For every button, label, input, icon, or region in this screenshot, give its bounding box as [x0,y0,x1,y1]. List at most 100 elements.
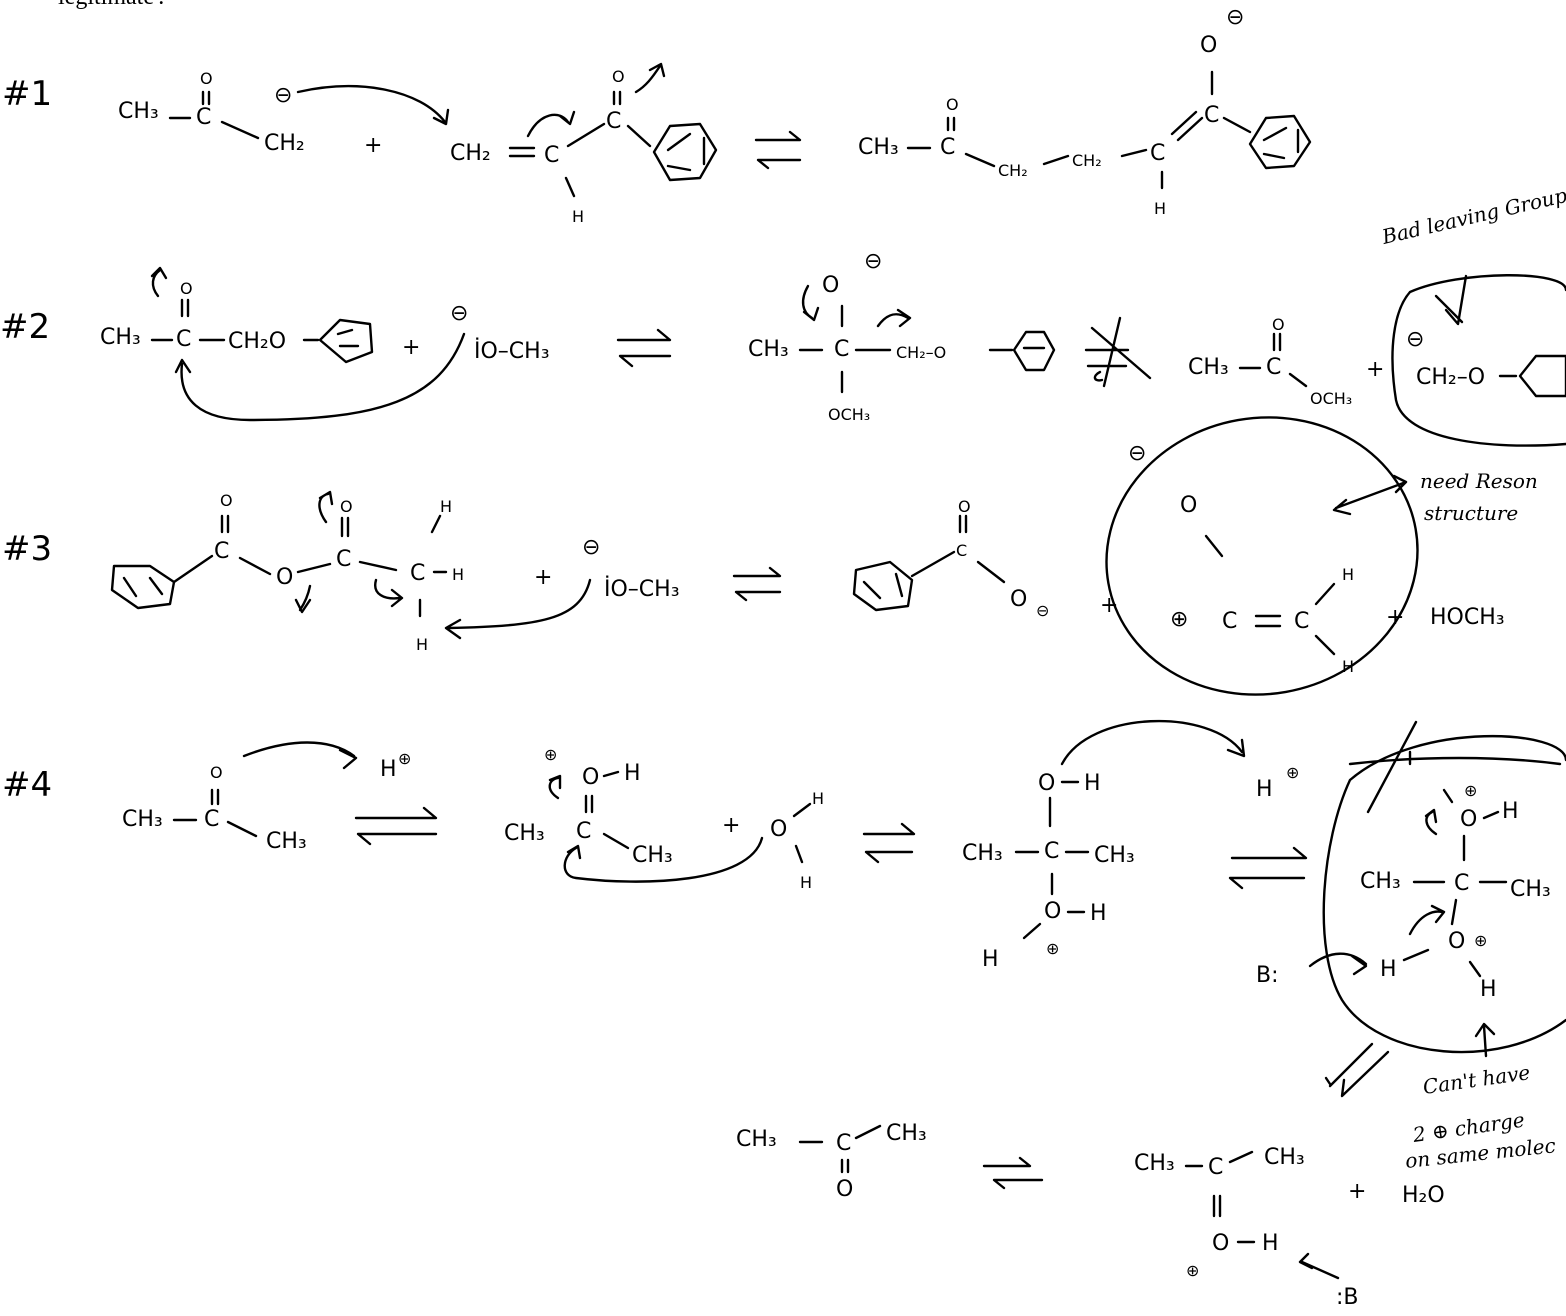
problem-4-label: #4 [2,765,52,805]
p3-carbonyl-o: O [220,491,233,510]
p3-double-bond [220,514,230,534]
p4-positive-charge: ⊕ [1046,939,1059,958]
p3-enol-o: O [1180,493,1197,518]
p4-bond [602,832,630,850]
p2-ester-o: O [1272,315,1285,334]
p4-water: H₂O [1402,1183,1445,1208]
p1-enolate-o: O [1200,33,1217,58]
p2-blocked-equilibrium [1084,316,1152,388]
p2-negative-charge: ⊖ [450,301,468,326]
p3-curved-arrow [374,578,404,608]
p4-equilibrium-arrows [982,1156,1044,1190]
p1-plus: + [364,133,382,158]
p4-plus: + [722,813,740,838]
p1-bond [1222,116,1252,134]
p1-bond [964,152,996,168]
p4-water-o: O [770,817,787,842]
p4-crossed-proton [1348,720,1562,814]
p3-benzene-ring [862,572,904,600]
p1-bond [220,120,260,140]
p3-curved-arrow [294,584,312,614]
p2-annotation-bad-leaving-group: Bad leaving Group. [1379,182,1566,250]
p2-och3: OCH₃ [828,405,870,424]
p4-bond [854,1124,882,1140]
p2-tetrahedral-c: C [834,337,849,362]
p3-circled-zwitterion [1105,416,1419,696]
p4-oxonium-o: O [1448,929,1465,954]
p3-negative-charge: ⊖ [1128,441,1146,466]
p4-ch3: CH₃ [1094,843,1135,868]
p3-h: H [452,565,464,584]
p3-annotation-structure: structure [1424,501,1518,525]
p3-plus: + [1386,605,1404,630]
p1-equilibrium-arrows [754,130,802,170]
p4-equilibrium-arrows [354,806,438,846]
p1-curved-arrow [526,110,576,138]
p3-carboxylate-c: C [956,541,967,560]
p4-oxonium-o: O [1044,899,1061,924]
p4-plus: + [1348,1179,1366,1204]
p1-product-c: C [940,135,955,160]
p3-bond [430,514,442,534]
p2-ch3: CH₃ [1188,355,1229,380]
p2-negative-charge: ⊖ [864,249,882,274]
p2-equilibrium-arrows [616,328,672,368]
p3-acyl-c: C [336,547,351,572]
p4-h: H [1090,901,1107,926]
p3-acyl-o: O [340,497,353,516]
p4-equilibrium-arrows [1228,846,1308,890]
p1-double-bond [612,90,622,106]
p3-positive-charge: ⊕ [1170,607,1188,632]
p3-carbonyl-c: C [214,539,229,564]
p2-curved-arrow [174,332,466,422]
p3-alpha-c: C [410,561,425,586]
p1-benzene-ring [666,132,706,172]
p3-annotation-arrow [1332,474,1408,516]
p1-bond [564,176,576,198]
p4-double-bond [584,794,594,814]
p4-ch3: CH₃ [736,1127,777,1152]
p4-bond [602,770,620,778]
p4-bond [226,820,258,838]
p4-central-c: C [1454,871,1469,896]
p4-bond [792,802,812,818]
p4-base: :B [1336,1285,1359,1310]
p2-ester-o: O [180,279,193,298]
p4-h: H [1084,771,1101,796]
p4-annotation-arrow [1474,1022,1496,1058]
problem-3: #3 C O O C O C H H H + ⊖ İO–CH₃ C O [2,416,1538,696]
p4-bond [1442,788,1454,804]
p4-ketone-o: O [210,763,223,782]
p3-negative-charge: ⊖ [1036,601,1049,620]
p2-alkoxide-o: O [822,273,839,298]
p1-double-bond [508,146,536,158]
p1-ketone-o: O [612,67,625,86]
p1-benzene-ring [1262,126,1300,160]
p3-bond [238,556,272,576]
p2-plus: + [402,335,420,360]
p4-base: B: [1256,963,1279,988]
p4-h: H [1262,1231,1279,1256]
p3-carboxylate-o: O [958,497,971,516]
p4-curved-arrow [242,741,358,770]
problem-1: #1 CH₃ C O CH₂ ⊖ + CH₂ C H C O CH₃ C O C… [2,5,1312,226]
p4-annotation-cant-have: Can't have [1421,1060,1531,1099]
p4-curved-arrow [548,774,562,800]
p4-equilibrium-arrows [862,822,916,864]
p3-bond [976,560,1006,584]
problem-1-label: #1 [2,74,52,114]
p2-ester-c: C [176,327,191,352]
p4-ch3: CH₃ [1264,1145,1305,1170]
p4-protonated-o: O [1460,807,1477,832]
p2-ch2o: CH₂O [228,329,286,354]
p1-carbanion: CH₂ [264,131,305,156]
p1-benzene-ring [652,122,718,182]
p4-double-bond [210,788,220,806]
p1-ch2: CH₂ [1072,151,1102,170]
p3-benzene-ring [110,564,176,610]
p3-bond [172,554,214,584]
p4-bond [1228,1150,1254,1164]
p4-bond [1482,810,1500,820]
p3-benzene-ring [852,560,914,612]
p4-carbonyl-c: C [1208,1155,1223,1180]
